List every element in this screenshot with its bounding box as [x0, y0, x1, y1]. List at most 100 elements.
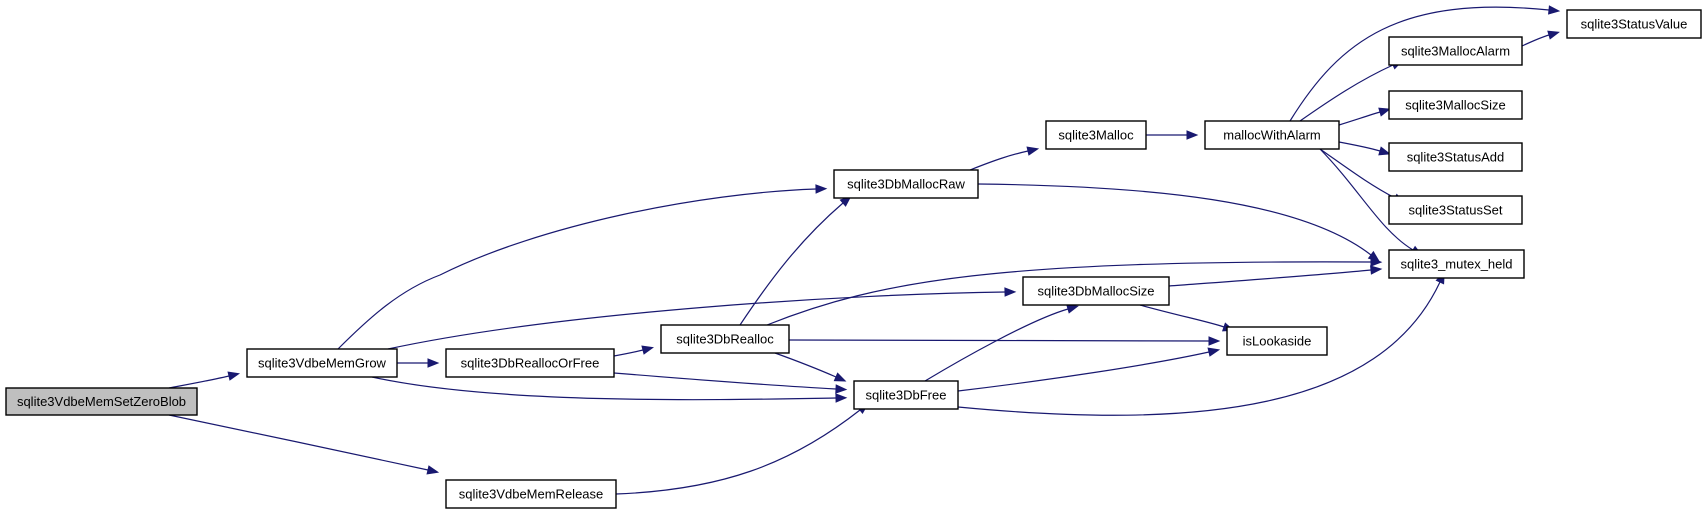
nodes-layer: sqlite3VdbeMemSetZeroBlob sqlite3VdbeMemG… [5, 9, 1702, 509]
node-label: sqlite3_mutex_held [1400, 257, 1512, 272]
edge-line [924, 308, 1069, 382]
edge-line [613, 372, 837, 390]
arrow-head [426, 465, 440, 475]
node-box[interactable] [1045, 120, 1147, 150]
node-label: isLookaside [1243, 334, 1312, 349]
edge-line [168, 414, 429, 471]
edge-line [739, 202, 844, 326]
edge-memrelease-to-dbfree [615, 402, 869, 495]
edge-malloc-to-mallocwithalarm [1146, 130, 1199, 140]
edge-mallocalarm-to-statusvalue [1521, 30, 1560, 47]
edge-line [1319, 148, 1414, 251]
edge-line [977, 183, 1372, 256]
node-label: sqlite3VdbeMemGrow [258, 356, 386, 371]
edge-memgrow-to-dbmallocsize [387, 287, 1017, 350]
node-memrelease[interactable]: sqlite3VdbeMemRelease [445, 479, 617, 509]
edge-line [387, 291, 1006, 350]
node-box[interactable] [1388, 249, 1525, 279]
edge-line [1338, 111, 1381, 126]
node-dbmallocraw[interactable]: sqlite3DbMallocRaw [833, 169, 979, 199]
node-mallocsize[interactable]: sqlite3MallocSize [1388, 90, 1523, 120]
edge-line [371, 376, 837, 401]
node-label: sqlite3DbRealloc [676, 332, 774, 347]
node-dbfree[interactable]: sqlite3DbFree [853, 380, 959, 410]
node-label: sqlite3DbReallocOrFree [461, 356, 600, 371]
node-islookaside[interactable]: isLookaside [1226, 326, 1328, 356]
node-box[interactable] [1226, 326, 1328, 356]
edge-line [1521, 34, 1550, 47]
node-box[interactable] [246, 348, 398, 378]
edge-line [1319, 148, 1396, 199]
edge-dbrealloc-to-islookaside [788, 336, 1221, 346]
edge-line [1168, 269, 1372, 287]
arrow-head [1547, 30, 1560, 40]
edge-dbrealloc-to-dbmallocraw [739, 195, 852, 326]
arrow-head [427, 358, 440, 368]
edge-line [337, 188, 817, 350]
node-label: sqlite3VdbeMemRelease [459, 487, 604, 502]
node-memgrow[interactable]: sqlite3VdbeMemGrow [246, 348, 398, 378]
edge-line [1299, 64, 1394, 122]
edge-mallocwithalarm-to-statusadd [1338, 141, 1391, 156]
node-box[interactable] [1388, 36, 1523, 66]
node-box[interactable] [5, 387, 198, 416]
node-label: mallocWithAlarm [1223, 128, 1321, 143]
node-box[interactable] [1022, 276, 1170, 306]
edge-line [168, 375, 230, 389]
arrow-head [1367, 250, 1380, 262]
edge-line [969, 150, 1029, 171]
node-dbmallocsize[interactable]: sqlite3DbMallocSize [1022, 276, 1170, 306]
arrow-head [833, 372, 847, 382]
arrow-head [815, 184, 828, 194]
node-box[interactable] [1388, 90, 1523, 120]
edge-line [1139, 304, 1225, 328]
node-box[interactable] [1388, 142, 1523, 172]
node-label: sqlite3DbMallocSize [1037, 284, 1154, 299]
node-dbrealloc[interactable]: sqlite3DbRealloc [660, 324, 790, 354]
node-label: sqlite3StatusAdd [1407, 150, 1505, 165]
edge-line [1338, 141, 1381, 152]
arrow-head [835, 384, 848, 394]
edge-line [788, 339, 1210, 342]
node-setzeroblob[interactable]: sqlite3VdbeMemSetZeroBlob [5, 387, 198, 416]
arrow-head [1026, 146, 1040, 156]
node-box[interactable] [445, 479, 617, 509]
arrow-head [1370, 265, 1383, 275]
node-box[interactable] [445, 348, 615, 378]
node-box[interactable] [1388, 195, 1523, 225]
node-label: sqlite3MallocAlarm [1401, 44, 1510, 59]
edge-line [766, 261, 1372, 326]
node-malloc[interactable]: sqlite3Malloc [1045, 120, 1147, 150]
edge-dbfree-to-dbmallocsize [924, 304, 1079, 382]
node-statusset[interactable]: sqlite3StatusSet [1388, 195, 1523, 225]
edge-memgrow-to-dbmallocraw [337, 184, 828, 350]
node-box[interactable] [853, 380, 959, 410]
node-box[interactable] [833, 169, 979, 199]
node-label: sqlite3StatusSet [1409, 203, 1503, 218]
edge-mallocwithalarm-to-mallocalarm [1299, 60, 1404, 122]
node-mallocwithalarm[interactable]: mallocWithAlarm [1204, 120, 1340, 150]
node-mallocalarm[interactable]: sqlite3MallocAlarm [1388, 36, 1523, 66]
node-dbreallocorfree[interactable]: sqlite3DbReallocOrFree [445, 348, 615, 378]
node-statusvalue[interactable]: sqlite3StatusValue [1566, 9, 1702, 39]
node-label: sqlite3StatusValue [1581, 17, 1688, 32]
node-label: sqlite3Malloc [1058, 128, 1134, 143]
arrow-head [1004, 287, 1017, 297]
arrow-head [1066, 304, 1079, 314]
arrow-head [1378, 146, 1391, 156]
node-box[interactable] [1566, 9, 1702, 39]
edge-dbreallocorfree-to-dbfree [613, 372, 848, 394]
arrow-head [227, 371, 241, 381]
edge-mallocwithalarm-to-mallocsize [1338, 107, 1391, 126]
node-statusadd[interactable]: sqlite3StatusAdd [1388, 142, 1523, 172]
node-box[interactable] [660, 324, 790, 354]
node-mutexheld[interactable]: sqlite3_mutex_held [1388, 249, 1525, 279]
node-box[interactable] [1204, 120, 1340, 150]
arrow-head [1378, 107, 1391, 117]
edge-mallocwithalarm-to-statusvalue [1289, 5, 1561, 122]
edge-dbrealloc-to-dbfree [774, 352, 847, 382]
edge-line [615, 409, 861, 495]
edge-dbmallocraw-to-mutexheld [977, 183, 1380, 262]
node-label: sqlite3VdbeMemSetZeroBlob [17, 394, 186, 409]
